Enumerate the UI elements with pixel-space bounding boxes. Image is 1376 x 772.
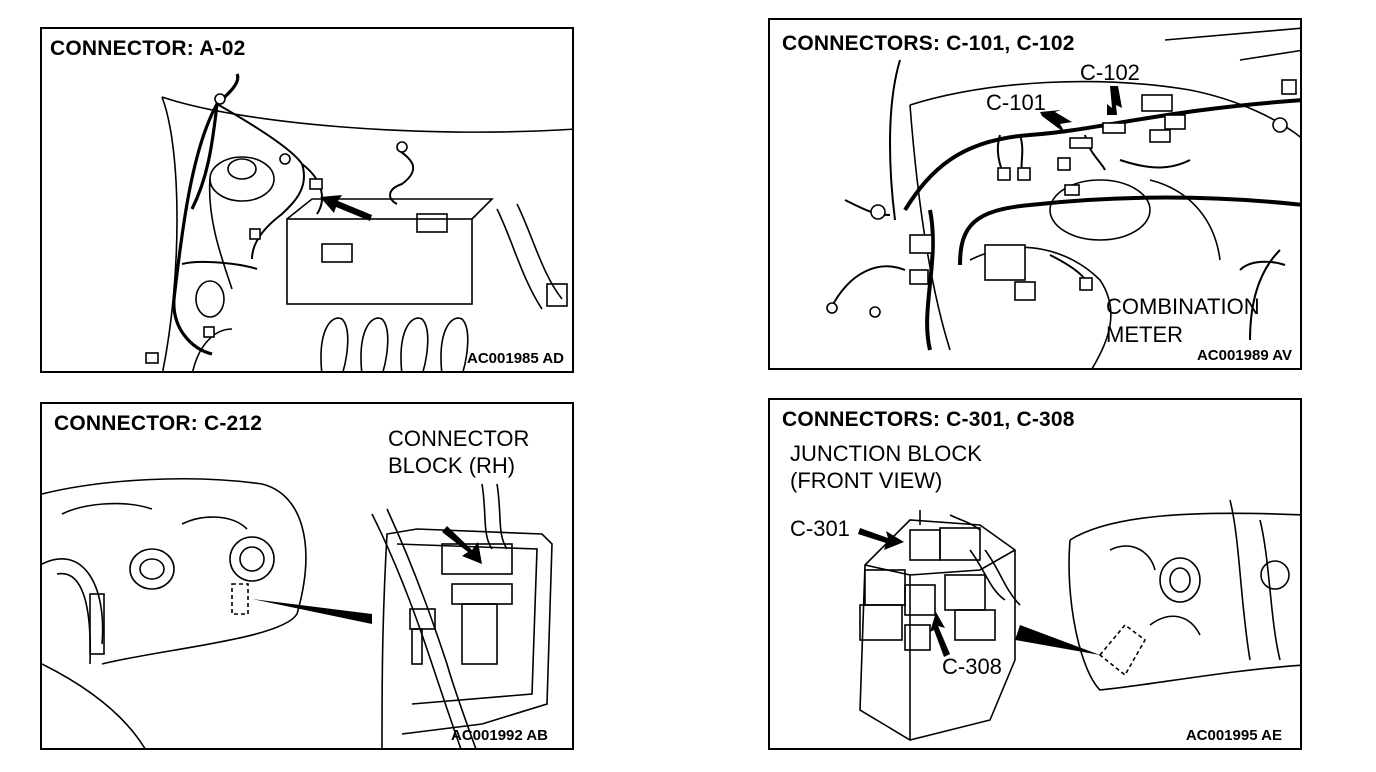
panel-title: CONNECTORS: C-301, C-308 — [782, 408, 1075, 431]
label-c301: C-301 — [790, 516, 850, 541]
label-connector-block-line1: CONNECTOR — [388, 426, 530, 451]
panel-title: CONNECTORS: C-101, C-102 — [782, 32, 1075, 55]
instrument-panel-illustration — [826, 27, 1300, 368]
engine-bay-illustration — [145, 73, 572, 371]
panel-connectors-c101-c102: CONNECTORS: C-101, C-102 C-101 C-102 COM… — [768, 18, 1302, 370]
label-c101: C-101 — [986, 90, 1046, 115]
panel-title: CONNECTOR: A-02 — [50, 37, 246, 60]
label-junction-block-line1: JUNCTION BLOCK — [790, 441, 982, 466]
figure-code: AC001995 AE — [1185, 727, 1282, 744]
connector-block-illustration — [42, 478, 553, 748]
figure-code: AC001992 AB — [451, 727, 548, 744]
label-c308: C-308 — [942, 654, 1002, 679]
label-c102: C-102 — [1080, 60, 1140, 85]
label-connector-block-line2: BLOCK (RH) — [388, 453, 516, 478]
figure-code: AC001985 AD — [467, 350, 564, 367]
label-combination-meter-line2: METER — [1106, 322, 1183, 347]
panel-title: CONNECTOR: C-212 — [54, 412, 263, 435]
junction-block-illustration — [858, 499, 1300, 741]
panel-connectors-c301-c308: CONNECTORS: C-301, C-308 JUNCTION BLOCK … — [768, 398, 1302, 750]
figure-code: AC001989 AV — [1196, 347, 1292, 364]
label-combination-meter-line1: COMBINATION — [1106, 294, 1260, 319]
label-junction-block-line2: (FRONT VIEW) — [790, 468, 943, 493]
panel-connector-a02: CONNECTOR: A-02 AC001985 AD — [40, 27, 574, 373]
panel-connector-c212: CONNECTOR: C-212 CONNECTOR BLOCK (RH) AC… — [40, 402, 574, 750]
